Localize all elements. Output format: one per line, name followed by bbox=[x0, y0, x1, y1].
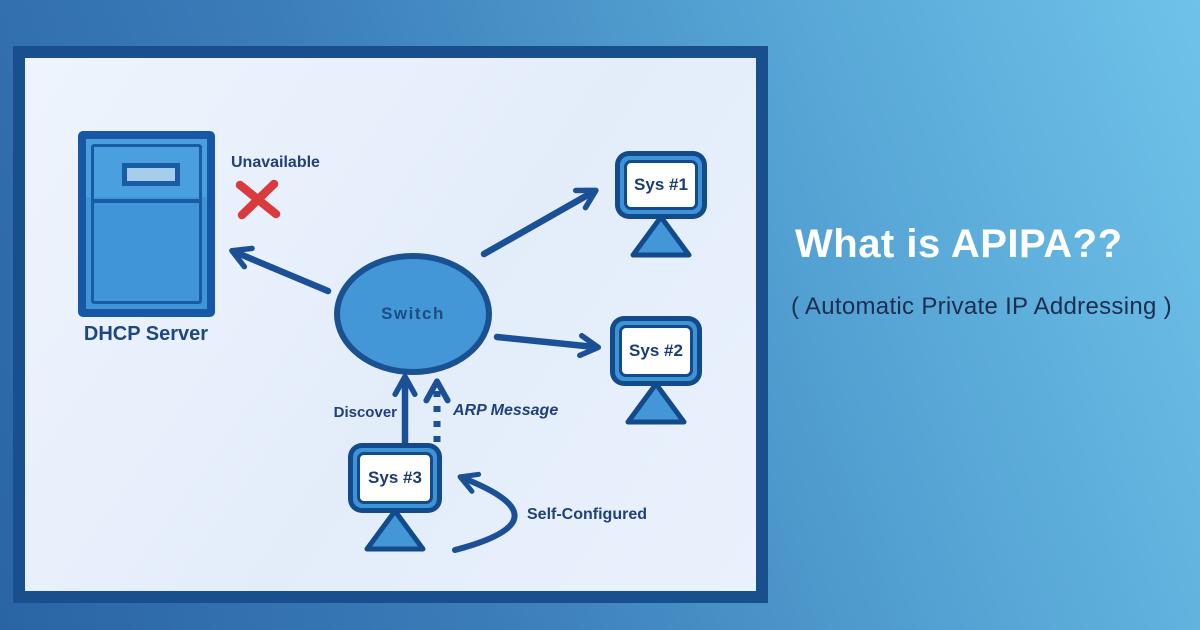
page-title: What is APIPA?? bbox=[795, 222, 1123, 266]
switch-node: Switch bbox=[334, 253, 492, 375]
sys2-monitor-icon: Sys #2 bbox=[610, 316, 702, 386]
sys2-stand-triangle-icon bbox=[625, 381, 687, 425]
arrow-self-configured-curved bbox=[452, 471, 518, 553]
dhcp-server-icon bbox=[78, 131, 215, 317]
dhcp-server-top-bay bbox=[94, 147, 199, 203]
unavailable-label: Unavailable bbox=[231, 154, 320, 171]
diagram-overlay bbox=[229, 179, 692, 553]
arp-message-label: ARP Message bbox=[453, 402, 559, 419]
unavailable-x-icon bbox=[235, 179, 281, 220]
dhcp-server-drive-slot-icon bbox=[121, 163, 180, 186]
sys1-stand-triangle-icon bbox=[630, 214, 692, 258]
sys2-label: Sys #2 bbox=[619, 325, 693, 377]
discover-label: Discover bbox=[333, 404, 397, 421]
arrow-switch-to-sys1 bbox=[480, 187, 599, 258]
sys1-label: Sys #1 bbox=[624, 160, 698, 210]
sys1-monitor-icon: Sys #1 bbox=[615, 151, 707, 219]
dhcp-server-label: DHCP Server bbox=[83, 323, 209, 345]
sys2-monitor-bezel: Sys #2 bbox=[615, 321, 697, 381]
switch-label: Switch bbox=[381, 304, 445, 323]
self-configured-label: Self-Configured bbox=[527, 506, 647, 523]
arrow-switch-to-dhcp bbox=[229, 245, 332, 295]
arrow-switch-to-sys2 bbox=[493, 332, 602, 359]
sys3-monitor-bezel: Sys #3 bbox=[353, 448, 437, 508]
diagram-panel: DHCP Server Unavailable Switch Sys #1 Sy… bbox=[13, 46, 768, 603]
dhcp-server-face bbox=[91, 144, 202, 304]
sys3-monitor-icon: Sys #3 bbox=[348, 443, 442, 513]
sys1-monitor-bezel: Sys #1 bbox=[620, 156, 702, 214]
sys3-stand-triangle-icon bbox=[364, 508, 426, 552]
sys3-label: Sys #3 bbox=[357, 452, 433, 504]
page-subtitle: ( Automatic Private IP Addressing ) bbox=[791, 293, 1172, 320]
